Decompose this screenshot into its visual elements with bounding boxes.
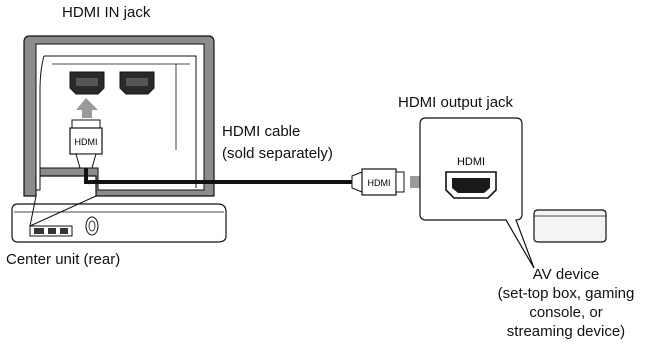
hdmi-output-jack-label: HDMI output jack [398,94,514,111]
center-unit-zoom-panel [23,35,215,197]
av-device-label-line4: streaming device) [506,323,626,340]
center-unit-label: Center unit (rear) [6,251,121,268]
hdmi-in-port-1 [69,71,105,95]
horizontal-plug-label: HDMI [368,178,391,188]
av-device [533,209,607,243]
hdmi-in-jack-label: HDMI IN jack [62,4,151,21]
hdmi-cable-label-line1: HDMI cable [222,123,301,140]
vertical-plug-label: HDMI [75,137,98,147]
av-device-label-line3: console, or [529,304,603,321]
hdmi-cable [84,168,360,185]
vertical-hdmi-plug: HDMI [69,119,103,169]
av-device-label-line2: (set-top box, gaming [497,285,635,302]
center-unit-body [11,203,227,243]
output-port-label: HDMI [457,156,485,168]
horizontal-hdmi-plug: HDMI [351,168,405,196]
zoom-callout-pointer [29,195,97,227]
av-device-label-line1: AV device [532,266,600,283]
hdmi-cable-label-line2: (sold separately) [222,145,333,162]
insert-up-arrow [76,98,98,118]
hdmi-output-jack-callout: HDMI [419,117,535,269]
hdmi-in-port-2 [119,71,155,95]
